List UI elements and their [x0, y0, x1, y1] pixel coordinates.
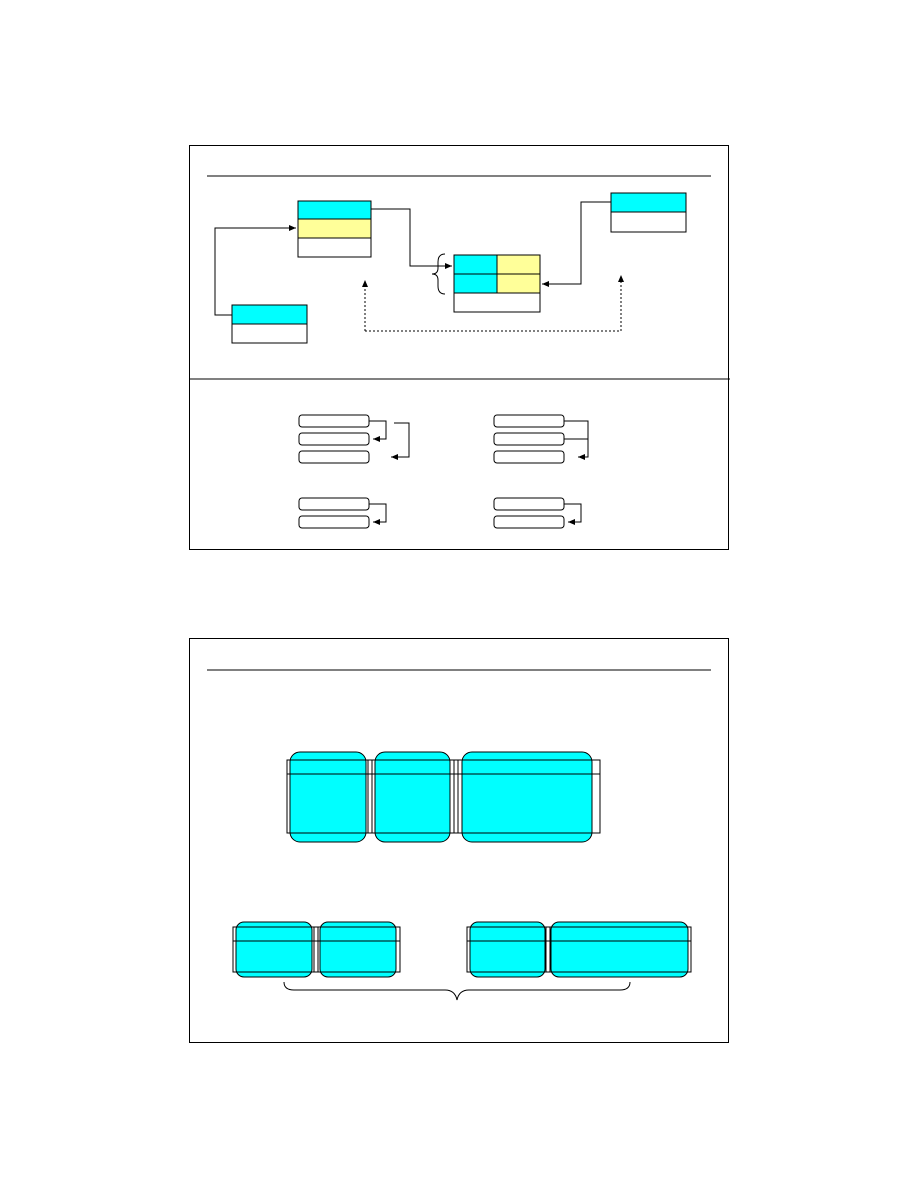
slide-2 [189, 638, 729, 1043]
arrow-pattern-4 [493, 497, 582, 529]
record-box-b [610, 192, 687, 233]
panel-group-bottom-right [466, 921, 692, 978]
brace-bottom [283, 981, 631, 1001]
brace-left-box-d [431, 253, 446, 295]
arrow-pattern-3 [298, 497, 387, 529]
arrow-pattern-2 [493, 414, 589, 464]
record-box-d [453, 254, 541, 313]
connector-a-to-d [371, 208, 452, 269]
connector-b-to-d [542, 201, 611, 287]
panel-group-top [286, 751, 601, 843]
slide-1 [189, 145, 730, 550]
slide-1-diagram [190, 175, 730, 529]
record-box-c [231, 304, 308, 344]
record-box-a [297, 200, 372, 258]
connector-c-to-a [214, 225, 296, 316]
slide-2-diagram [207, 669, 711, 1001]
arrow-pattern-1 [298, 414, 410, 464]
panel-group-bottom-left [232, 921, 401, 978]
